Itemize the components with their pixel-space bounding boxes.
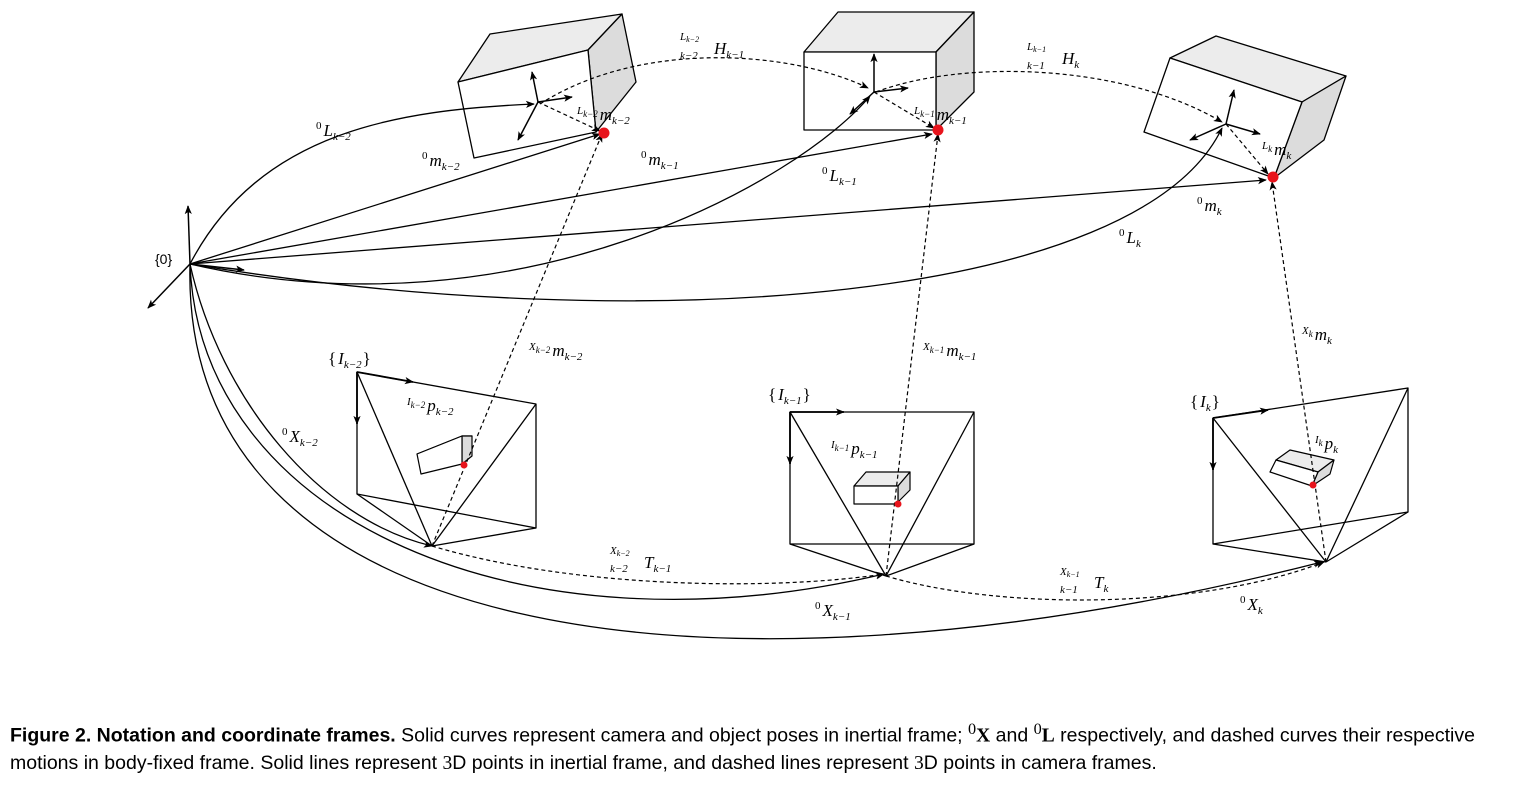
svg-text:k−2: k−2 [610, 563, 628, 575]
svg-text:Hk: Hk [1061, 49, 1080, 71]
caption-3: 3 [442, 752, 453, 774]
point-m-k-1 [189, 131, 933, 265]
image-object-k-2 [416, 435, 473, 475]
caption-l-symbol: L [1041, 725, 1055, 747]
svg-text:Xk−1: Xk−1 [1059, 566, 1080, 579]
caption-text-1: Solid curves represent camera and object… [395, 724, 969, 747]
motion-T-k-1 [431, 545, 885, 585]
point-img-k-2 [460, 461, 468, 469]
svg-text:Lk−2: Lk−2 [679, 31, 699, 44]
point-img-k [1309, 481, 1317, 489]
origin-label: {0} [155, 251, 172, 267]
caption-x-sup: 0 [968, 720, 977, 738]
label-H-k-1: Lk−2 k−2 Hk−1 [679, 31, 744, 62]
svg-text:Xk−2: Xk−2 [609, 545, 630, 558]
caption-3b: 3 [913, 752, 924, 774]
point-Xm-k [1269, 181, 1327, 563]
camera-k-2 [353, 371, 537, 547]
motion-T-k [885, 561, 1325, 601]
caption-text-4: D points in inertial frame, and dashed l… [452, 751, 914, 774]
label-H-k: Lk−1 k−1 Hk [1026, 41, 1080, 72]
point-Xm-k-1 [885, 133, 941, 577]
object-box-k-1 [803, 11, 975, 131]
svg-text:k−2: k−2 [680, 50, 698, 62]
object-box-k [1143, 35, 1347, 179]
pose-L-k-2 [189, 100, 535, 265]
pose-X-k-2 [189, 263, 433, 548]
camera-motions [431, 133, 1327, 601]
caption-text-5: D points in camera frames. [923, 751, 1157, 774]
point-3d-k-1 [932, 124, 944, 136]
point-m-k [189, 177, 1267, 265]
label-T-k-1: Xk−2 k−2 Tk−1 [609, 545, 671, 575]
pose-L-k [189, 127, 1223, 302]
svg-text:k−1: k−1 [1060, 584, 1078, 596]
inertial-poses [189, 95, 1323, 640]
svg-text:k−1: k−1 [1027, 60, 1045, 72]
caption-x-symbol: X [976, 725, 991, 747]
motion-H-k-1 [539, 57, 869, 105]
object-motions [537, 57, 1269, 175]
point-Xm-k-2 [431, 133, 603, 547]
motion-H-k [875, 70, 1223, 123]
object-box-k-2 [457, 13, 637, 159]
caption-text-2: and [990, 724, 1034, 747]
label-I-k-1: {Ik−1} [768, 385, 811, 407]
figure-caption: Figure 2. Notation and coordinate frames… [10, 716, 1510, 777]
point-3d-k-2 [598, 127, 610, 139]
object-frame-k [1189, 89, 1261, 141]
label-T-k: Xk−1 k−1 Tk [1059, 566, 1109, 596]
svg-text:Lk−1: Lk−1 [1026, 41, 1046, 54]
svg-text:Tk−1: Tk−1 [644, 553, 671, 575]
coordinate-frames-diagram: {0} 0Lk−2 0mk−2 0mk−1 0Lk−1 0mk 0Lk 0Xk−… [147, 11, 1409, 640]
image-object-k [1269, 449, 1335, 487]
camera-k [1209, 387, 1409, 563]
point-img-k-1 [894, 500, 902, 508]
point-3d-k [1267, 171, 1279, 183]
image-object-k-1 [853, 471, 911, 505]
svg-text:Hk−1: Hk−1 [713, 39, 744, 61]
label-I-k-2: {Ik−2} [328, 349, 371, 371]
red-points [460, 124, 1317, 508]
point-m-k-2 [189, 133, 601, 265]
pose-X-k-1 [189, 263, 885, 600]
caption-title: Figure 2. Notation and coordinate frames… [10, 724, 396, 747]
label-I-k: {Ik} [1190, 392, 1220, 414]
pose-X-k [189, 263, 1323, 640]
caption-text-3: respectively, and dashed curves their re… [10, 724, 1475, 774]
camera-k-1 [786, 408, 975, 577]
caption-l-sup: 0 [1033, 720, 1042, 738]
svg-text:Tk: Tk [1094, 573, 1109, 595]
object-frame-k-2 [517, 71, 573, 141]
